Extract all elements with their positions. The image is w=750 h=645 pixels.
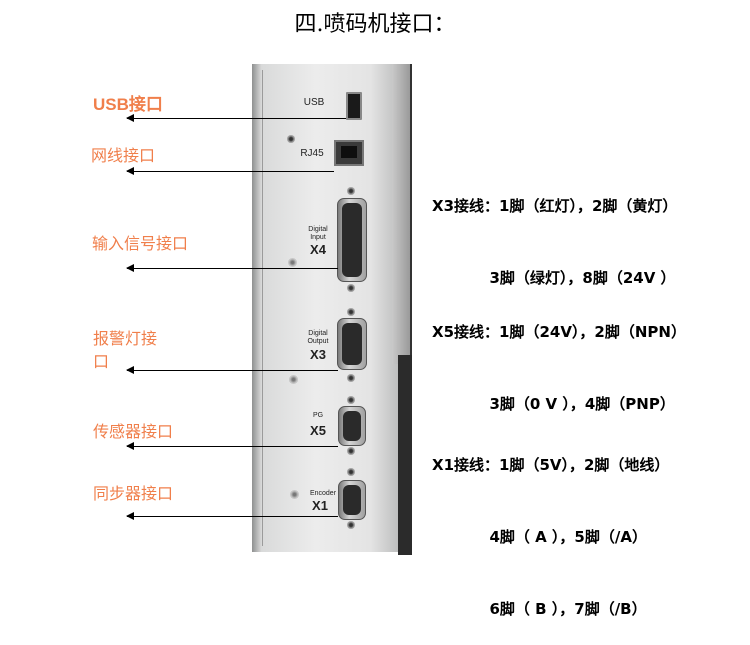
x4-connector <box>337 198 367 282</box>
x5-connector <box>338 406 366 446</box>
screw <box>347 521 355 529</box>
sync-interface-label: 同步器接口 <box>93 484 174 503</box>
x5-wiring-line2: 3脚（0 V ），4脚（PNP） <box>432 395 675 413</box>
usb-port-label: USB <box>303 97 325 108</box>
indicator-led <box>290 490 299 499</box>
page-title: 四.喷码机接口： <box>294 12 456 37</box>
x3-wiring-line2: 3脚（绿灯），8脚（24V ） <box>432 269 676 287</box>
usb-port <box>346 92 362 120</box>
input-signal-interface-label: 输入信号接口 <box>92 234 189 253</box>
x3-connector <box>337 318 367 370</box>
x4-connector-pins <box>342 203 362 277</box>
x5-port-sublabel: PG <box>312 412 324 419</box>
screw <box>347 284 355 292</box>
rj45-port <box>334 140 364 166</box>
indicator-led <box>288 258 297 267</box>
x5-wiring: X5接线：1脚（24V），2脚（NPN） 3脚（0 V ），4脚（PNP） <box>432 272 686 440</box>
arrow-input <box>126 264 338 272</box>
x3-connector-pins <box>342 323 362 365</box>
screw <box>347 308 355 316</box>
x5-connector-pins <box>343 411 361 441</box>
x3-wiring: X3接线：1脚（红灯），2脚（黄灯） 3脚（绿灯），8脚（24V ） <box>432 146 677 314</box>
x4-port-label: X4 <box>310 242 326 257</box>
alarm-light-interface-label: 报警灯接 <box>93 329 158 348</box>
screw <box>347 396 355 404</box>
arrow-sync <box>126 512 338 520</box>
usb-interface-label: USB接口 <box>93 95 163 114</box>
x1-wiring-line3: 6脚（ B ），7脚（/B） <box>432 600 647 618</box>
x1-port-sublabel: Encoder <box>309 490 337 497</box>
x3-port-label: X3 <box>310 347 326 362</box>
x1-wiring: X1接线：1脚（5V），2脚（地线） 4脚（ A ），5脚（/A） 6脚（ B … <box>432 405 669 645</box>
device-shadow <box>398 355 412 555</box>
arrow-alarm <box>126 366 338 374</box>
x3-port-sublabel: Digital Output <box>307 330 329 345</box>
x1-wiring-line1: X1接线：1脚（5V），2脚（地线） <box>432 456 670 474</box>
x1-connector <box>338 480 366 520</box>
arrow-sensor <box>126 442 338 450</box>
screw <box>287 135 295 143</box>
x1-wiring-line2: 4脚（ A ），5脚（/A） <box>432 528 647 546</box>
device-body <box>252 64 412 552</box>
device-edge-line <box>262 70 263 546</box>
x1-connector-pins <box>343 485 361 515</box>
x4-port-sublabel: Digital Input <box>308 226 328 241</box>
rj45-port-label: RJ45 <box>300 148 324 159</box>
screw <box>347 447 355 455</box>
rj45-socket <box>341 146 357 158</box>
x3-wiring-line1: X3接线：1脚（红灯），2脚（黄灯） <box>432 197 678 215</box>
arrow-network <box>126 167 334 175</box>
x5-port-label: X5 <box>310 423 326 438</box>
arrow-usb <box>126 114 346 122</box>
alarm-light-interface-label-cont: 口 <box>93 352 110 371</box>
x5-wiring-line1: X5接线：1脚（24V），2脚（NPN） <box>432 323 686 341</box>
screw <box>347 468 355 476</box>
sensor-interface-label: 传感器接口 <box>93 422 174 441</box>
indicator-led <box>289 375 298 384</box>
screw <box>347 187 355 195</box>
network-interface-label: 网线接口 <box>91 146 156 165</box>
x1-port-label: X1 <box>312 498 328 513</box>
device-side <box>392 64 410 364</box>
screw <box>347 374 355 382</box>
